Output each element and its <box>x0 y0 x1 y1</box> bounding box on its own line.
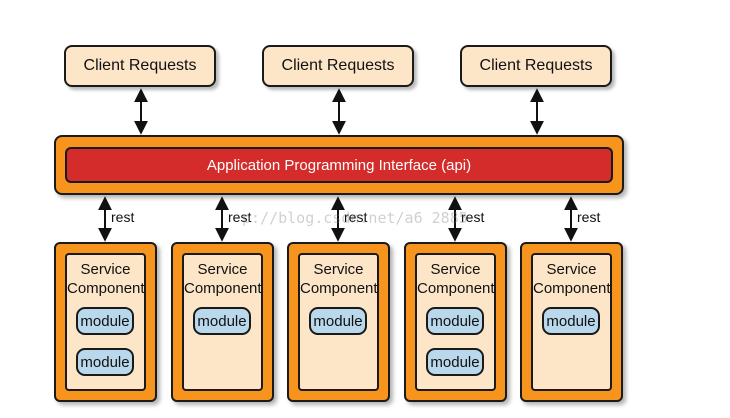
client-requests-box-2: Client Requests <box>262 45 414 87</box>
service-component-panel: Service Component module module <box>65 253 146 391</box>
module-label: module <box>197 312 247 330</box>
rest-label-2: rest <box>228 209 252 225</box>
service-component-title: Service Component <box>67 260 145 298</box>
module-label: module <box>313 312 363 330</box>
client-requests-box-3: Client Requests <box>460 45 612 87</box>
service-component-title: Service Component <box>417 260 495 298</box>
module-label: module <box>80 312 130 330</box>
client-requests-box-1: Client Requests <box>64 45 216 87</box>
api-label: Application Programming Interface (api) <box>206 156 472 174</box>
service-title-line1: Service <box>80 261 131 278</box>
client-requests-label: Client Requests <box>479 57 593 74</box>
service-title-line2: Component <box>67 280 145 297</box>
rest-label-5: rest <box>577 209 601 225</box>
service-component-4: Service Component module module <box>404 242 507 402</box>
client-requests-label: Client Requests <box>281 57 395 74</box>
service-component-5: Service Component module <box>520 242 623 402</box>
rest-label-1: rest <box>111 209 135 225</box>
api-layer: Application Programming Interface (api) <box>54 135 624 195</box>
module-box: module <box>309 307 367 335</box>
service-title-line2: Component <box>417 280 495 297</box>
module-box: module <box>426 348 484 376</box>
module-label: module <box>430 353 480 371</box>
module-box: module <box>76 307 134 335</box>
service-component-title: Service Component <box>184 260 262 298</box>
service-component-3: Service Component module <box>287 242 390 402</box>
service-component-panel: Service Component module <box>182 253 263 391</box>
module-label: module <box>80 353 130 371</box>
service-component-panel: Service Component module <box>298 253 379 391</box>
service-component-title: Service Component <box>533 260 611 298</box>
service-component-1: Service Component module module <box>54 242 157 402</box>
module-box: module <box>542 307 600 335</box>
rest-label-4: rest <box>461 209 485 225</box>
service-title-line2: Component <box>533 280 611 297</box>
service-title-line1: Service <box>313 261 364 278</box>
module-box: module <box>193 307 251 335</box>
service-component-title: Service Component <box>300 260 378 298</box>
service-title-line1: Service <box>430 261 481 278</box>
service-component-panel: Service Component module <box>531 253 612 391</box>
module-box: module <box>426 307 484 335</box>
module-label: module <box>546 312 596 330</box>
api-bar: Application Programming Interface (api) <box>65 147 613 183</box>
service-title-line1: Service <box>197 261 248 278</box>
rest-label-3: rest <box>344 209 368 225</box>
module-box: module <box>76 348 134 376</box>
watermark-text: p://blog.csdn.net/a6 2885 <box>242 209 468 227</box>
service-title-line2: Component <box>184 280 262 297</box>
module-label: module <box>430 312 480 330</box>
client-requests-label: Client Requests <box>83 57 197 74</box>
service-title-line1: Service <box>546 261 597 278</box>
service-title-line2: Component <box>300 280 378 297</box>
service-component-panel: Service Component module module <box>415 253 496 391</box>
service-component-2: Service Component module <box>171 242 274 402</box>
